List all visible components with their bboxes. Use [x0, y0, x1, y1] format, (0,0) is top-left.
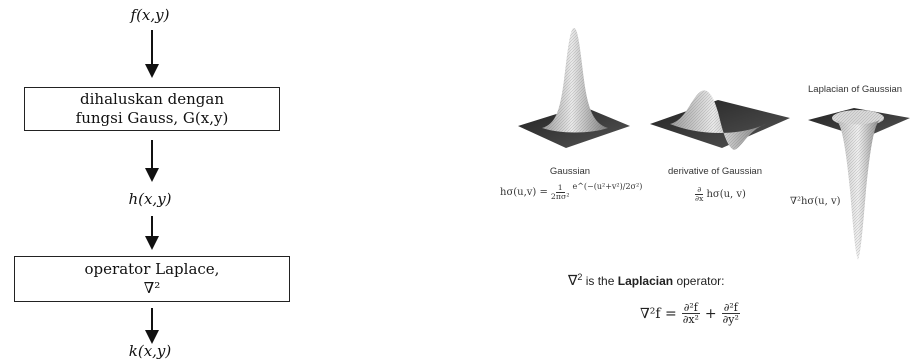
arrow-down-icon	[145, 30, 159, 78]
laplace-operator-box: operator Laplace, ∇²	[14, 256, 290, 302]
note-middle-text: is the	[582, 274, 618, 288]
laplacian-formula-term2: ∂²f ∂y²	[721, 302, 741, 326]
laplacian-operator-note: ∇2 is the Laplacian operator:	[568, 272, 724, 289]
laplacian-formula-term2-numerator: ∂²f	[721, 301, 740, 315]
laplacian-formula-plus: +	[704, 305, 717, 322]
nabla-superscript: 2	[577, 272, 583, 282]
note-bold-word: Laplacian	[617, 274, 674, 288]
laplace-box-line2: ∇²	[143, 279, 161, 297]
note-suffix-text: operator:	[673, 274, 725, 288]
gaussian-box-line2: fungsi Gauss, G(x,y)	[75, 109, 229, 127]
gaussian-formula-fraction: 1 2πσ²	[549, 183, 572, 202]
gaussian-surface	[518, 28, 630, 148]
derivative-of-gaussian-caption: derivative of Gaussian	[668, 166, 762, 177]
arrow-down-icon	[145, 308, 159, 344]
gaussian-surfaces-illustration	[518, 28, 910, 260]
laplacian-formula-term1: ∂²f ∂x²	[681, 302, 701, 326]
input-signal-label: f(x,y)	[130, 6, 170, 24]
laplacian-formula-term1-denominator: ∂x²	[682, 313, 699, 327]
derivative-formula: ∂ ∂x hσ(u, v)	[692, 185, 746, 204]
output-signal-label: k(x,y)	[128, 342, 172, 360]
gaussian-formula-denominator: 2πσ²	[550, 192, 570, 202]
derivative-formula-fraction: ∂ ∂x	[693, 185, 705, 204]
laplacian-operator-formula: ∇²f = ∂²f ∂x² + ∂²f ∂y²	[640, 302, 742, 326]
gaussian-formula: hσ(u,v) = 1 2πσ² e^(−(u²+v²)/2σ²)	[500, 182, 643, 202]
laplacian-formula-term1-numerator: ∂²f	[681, 301, 700, 315]
derivative-formula-rhs: hσ(u, v)	[706, 189, 746, 201]
arrow-down-icon	[145, 140, 159, 182]
laplacian-of-gaussian-surface	[808, 108, 910, 260]
arrow-down-icon	[145, 216, 159, 250]
gaussian-smoothing-box: dihaluskan dengan fungsi Gauss, G(x,y)	[24, 87, 280, 131]
derivative-formula-denominator: ∂x	[695, 194, 704, 204]
gaussian-formula-exponent: e^(−(u²+v²)/2σ²)	[572, 182, 643, 192]
nabla-symbol: ∇	[568, 272, 578, 288]
gaussian-formula-lhs: hσ(u,v) =	[500, 187, 548, 199]
laplacian-formula-lhs: ∇²f =	[640, 305, 677, 322]
laplacian-of-gaussian-title: Laplacian of Gaussian	[808, 84, 903, 95]
gaussian-formula-numerator: 1	[555, 183, 565, 194]
smoothed-signal-label: h(x,y)	[128, 190, 172, 208]
laplacian-formula-term2-denominator: ∂y²	[722, 313, 739, 327]
derivative-formula-numerator: ∂	[695, 185, 704, 196]
gaussian-caption: Gaussian	[549, 166, 591, 177]
gaussian-box-line1: dihaluskan dengan	[80, 90, 224, 108]
derivative-of-gaussian-surface	[650, 90, 790, 150]
laplacian-of-gaussian-formula: ∇²hσ(u, v)	[790, 196, 841, 207]
laplace-box-line1: operator Laplace,	[84, 260, 220, 278]
